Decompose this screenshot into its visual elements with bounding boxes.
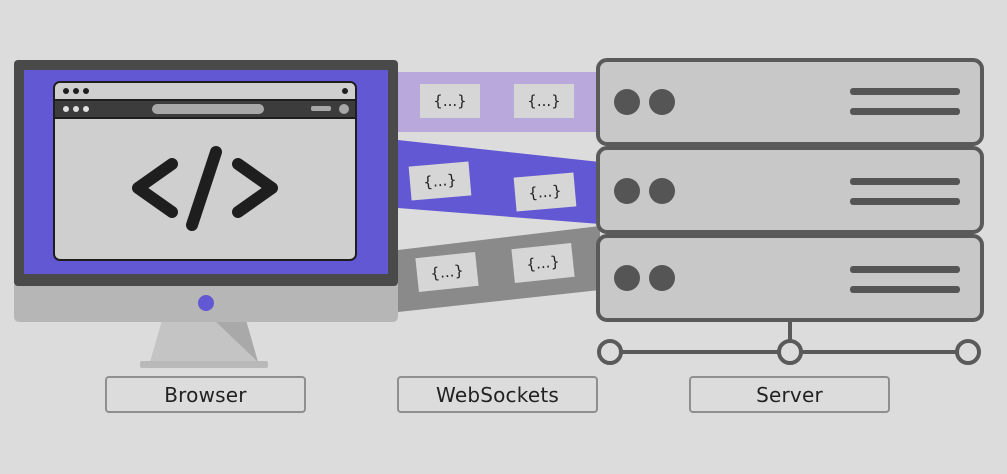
network-node-icon <box>777 339 803 365</box>
network-node-icon <box>955 339 981 365</box>
payload-text: {...} <box>528 182 563 203</box>
server-unit <box>596 234 984 322</box>
server-label: Server <box>689 376 890 413</box>
payload-box: {...} <box>514 84 574 118</box>
payload-text: {...} <box>525 252 560 273</box>
payload-box: {...} <box>408 161 472 201</box>
payload-text: {...} <box>527 92 560 110</box>
payload-boxes: {...} {...} {...} {...} {...} {...} <box>408 84 577 293</box>
websockets-label: WebSockets <box>397 376 598 413</box>
payload-box: {...} <box>511 242 575 284</box>
code-icon <box>132 146 278 231</box>
monitor-icon <box>14 60 398 368</box>
server-rack-icon <box>596 58 984 365</box>
payload-text: {...} <box>423 171 458 192</box>
server-unit <box>596 58 984 146</box>
payload-text: {...} <box>429 261 464 282</box>
network-node-icon <box>597 339 623 365</box>
payload-text: {...} <box>433 92 466 110</box>
browser-label: Browser <box>105 376 306 413</box>
payload-box: {...} <box>415 251 479 293</box>
power-button-icon <box>198 295 214 311</box>
monitor-base <box>140 361 268 368</box>
payload-box: {...} <box>420 84 480 118</box>
monitor-stand-shadow <box>214 320 258 362</box>
server-unit <box>596 146 984 234</box>
payload-box: {...} <box>513 172 577 212</box>
